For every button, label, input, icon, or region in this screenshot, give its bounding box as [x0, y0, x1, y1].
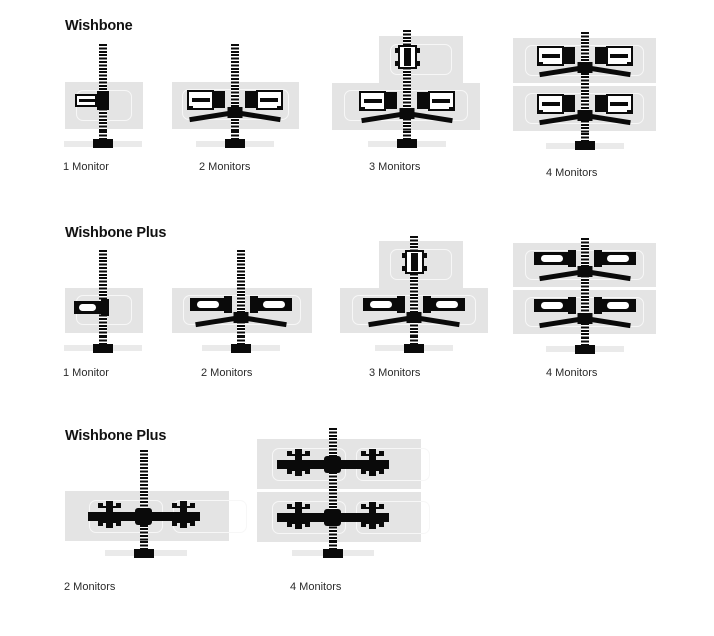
desk-clamp: [397, 131, 417, 148]
monitor-panel-top: [379, 36, 463, 83]
monitor-glyph: [595, 94, 633, 114]
wishbone-crossbar: [368, 309, 460, 328]
monitor-glyph-portrait: [96, 501, 122, 528]
crossbar-hub-bottom: [324, 509, 341, 526]
wishbone-crossbar: [195, 309, 287, 328]
monitor-glyph: [359, 91, 397, 111]
monitor-glyph: [245, 90, 283, 110]
monitor-glyph: [537, 94, 575, 114]
wishbone-crossbar: [361, 105, 453, 124]
monitor-glyph: [534, 250, 576, 267]
monitor-glyph: [594, 297, 636, 314]
wishbone-crossbar: [189, 104, 281, 123]
desk-clamp: [323, 541, 343, 558]
monitor-glyph: [423, 296, 465, 313]
wishbone-crossbar-top: [539, 263, 631, 282]
monitor-glyph-portrait: [395, 45, 420, 69]
config-caption: 2 Monitors: [201, 367, 253, 379]
desk-clamp: [93, 131, 113, 148]
desk-clamp: [225, 131, 245, 148]
stand-pole: [581, 238, 589, 352]
monitor-glyph: [537, 46, 575, 66]
config-caption: 2 Monitors: [199, 161, 251, 173]
panel-inner-outline: [390, 249, 452, 280]
stand-pole: [237, 250, 245, 350]
monitor-glyph: [363, 296, 405, 313]
monitor-glyph: [74, 299, 109, 316]
desk-clamp: [575, 337, 595, 354]
panel-inner-outline: [390, 44, 452, 75]
desk-clamp: [575, 133, 595, 150]
monitor-glyph-portrait: [359, 502, 385, 529]
monitor-glyph-portrait: [285, 502, 311, 529]
config-caption: 2 Monitors: [64, 581, 116, 593]
monitor-glyph: [595, 46, 633, 66]
stand-pole: [329, 428, 337, 555]
monitor-glyph: [250, 296, 292, 313]
wishbone-crossbar-top: [539, 59, 631, 78]
wishbone-crossbar-bottom: [539, 310, 631, 329]
wishbone-crossbar-bottom: [539, 107, 631, 126]
monitor-glyph-portrait: [359, 449, 385, 476]
monitor-glyph-portrait: [402, 250, 427, 274]
config-caption: 4 Monitors: [546, 367, 598, 379]
config-caption: 1 Monitor: [63, 367, 109, 379]
stand-pole: [410, 236, 418, 350]
monitor-glyph: [190, 296, 232, 313]
desk-clamp: [134, 541, 154, 558]
section-title-wishbone-plus: Wishbone Plus: [65, 225, 167, 241]
monitor-glyph: [75, 91, 109, 110]
config-caption: 4 Monitors: [290, 581, 342, 593]
section-title-wishbone-plus-portrait: Wishbone Plus: [65, 428, 167, 444]
config-caption: 3 Monitors: [369, 161, 421, 173]
monitor-glyph: [594, 250, 636, 267]
desk-clamp: [231, 336, 251, 353]
config-caption: 1 Monitor: [63, 161, 109, 173]
crossbar-hub-top: [324, 456, 341, 473]
config-caption: 4 Monitors: [546, 167, 598, 179]
stand-pole: [140, 450, 148, 555]
stand-pole: [403, 30, 411, 144]
section-title-wishbone: Wishbone: [65, 18, 133, 34]
desk-clamp: [404, 336, 424, 353]
monitor-glyph: [417, 91, 455, 111]
stand-pole: [581, 32, 589, 146]
stand-pole: [231, 44, 239, 144]
monitor-glyph: [534, 297, 576, 314]
monitor-glyph-portrait: [285, 449, 311, 476]
crossbar-hub: [135, 508, 152, 525]
monitor-glyph-portrait: [170, 501, 196, 528]
desk-clamp: [93, 336, 113, 353]
monitor-glyph: [187, 90, 225, 110]
config-caption: 3 Monitors: [369, 367, 421, 379]
